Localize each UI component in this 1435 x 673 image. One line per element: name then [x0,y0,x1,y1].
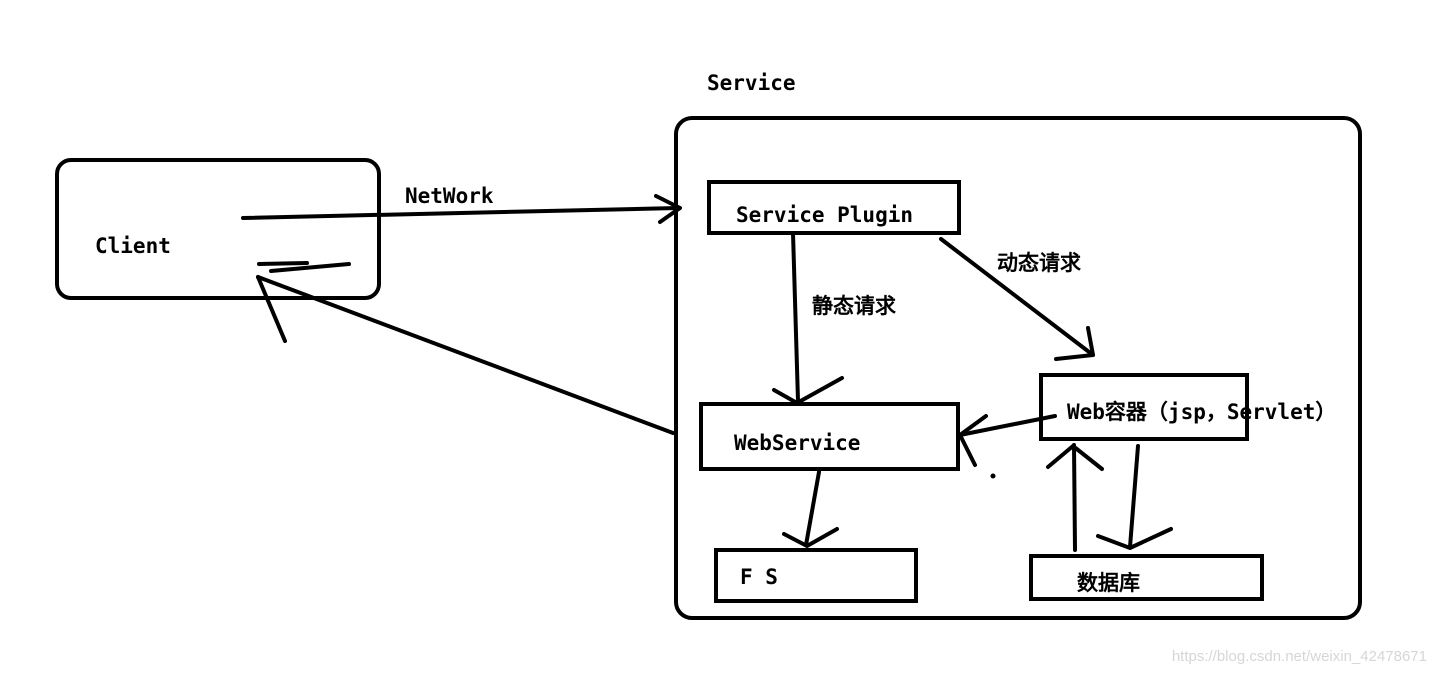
database-label: 数据库 [1077,571,1140,595]
webservice-label: WebService [734,431,860,455]
service-plugin-node [707,180,961,235]
web-container-label: Web容器（jsp，Servlet） [1067,400,1336,424]
network-arrow [241,194,682,224]
network-label: NetWork [405,184,494,208]
static-request-label: 静态请求 [812,294,896,318]
dynamic-request-label: 动态请求 [997,251,1081,275]
stray-dot [990,473,996,479]
service-plugin-label: Service Plugin [736,203,913,227]
database-node [1029,554,1264,601]
fs-label: F S [740,565,778,589]
web-container-node [1039,373,1249,441]
fs-node [714,548,918,603]
service-container [674,116,1362,620]
webservice-to-fs-arrow [782,470,839,548]
response-arrow [256,261,675,435]
container-to-database-arrow [1096,444,1173,550]
service-title: Service [707,71,796,95]
client-node [55,158,381,300]
webservice-node [699,402,960,471]
static-request-arrow [772,231,844,405]
client-label: Client [95,234,171,258]
container-to-webservice-arrow [958,414,1057,467]
dynamic-request-arrow [939,237,1095,361]
database-to-container-arrow [1046,443,1104,552]
watermark-text: https://blog.csdn.net/weixin_42478671 [1172,648,1427,665]
